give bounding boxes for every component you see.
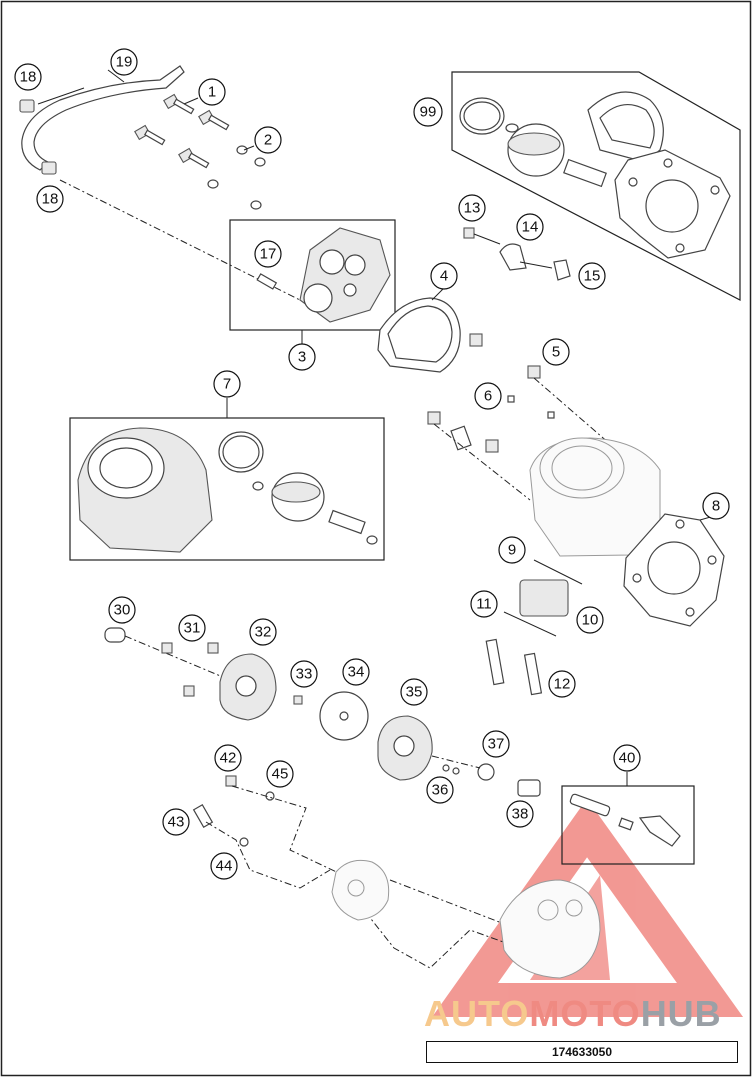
callout-31: 31 [178, 614, 206, 642]
callout-32: 32 [249, 618, 277, 646]
reed-valve-parts [485, 559, 583, 696]
callout-44: 44 [210, 852, 238, 880]
svg-text:40: 40 [619, 750, 636, 767]
callout-13: 13 [458, 194, 486, 222]
callout-99: 99 [413, 97, 443, 127]
callout-7: 7 [213, 370, 241, 398]
svg-text:17: 17 [260, 246, 277, 263]
svg-text:3: 3 [298, 349, 306, 366]
gasket-kit-group [451, 71, 741, 301]
callout-19: 19 [110, 48, 138, 76]
svg-text:30: 30 [114, 602, 131, 619]
callout-14: 14 [516, 213, 544, 241]
svg-text:2: 2 [264, 132, 272, 149]
callout-8: 8 [702, 492, 730, 520]
svg-text:38: 38 [512, 806, 529, 823]
svg-text:35: 35 [406, 684, 423, 701]
svg-text:1: 1 [208, 84, 216, 101]
document-number: 174633050 [551, 1045, 613, 1059]
svg-text:45: 45 [272, 766, 289, 783]
svg-text:18: 18 [20, 69, 37, 86]
svg-text:15: 15 [584, 268, 601, 285]
callout-3: 3 [288, 343, 316, 371]
svg-text:34: 34 [348, 664, 365, 681]
callout-1: 1 [198, 78, 226, 106]
watermark-part-moto: MOTO [529, 993, 641, 1034]
exhaust-control-parts [104, 627, 541, 797]
svg-text:37: 37 [488, 736, 505, 753]
callout-45: 45 [266, 760, 294, 788]
callout-40: 40 [613, 744, 641, 772]
callout-5: 5 [542, 338, 570, 366]
callout-11: 11 [470, 590, 498, 618]
housing-bolts [192, 775, 521, 969]
svg-text:4: 4 [440, 268, 448, 285]
svg-text:12: 12 [554, 676, 571, 693]
svg-text:8: 8 [712, 498, 720, 515]
callout-12: 12 [548, 670, 576, 698]
callout-15: 15 [578, 262, 606, 290]
svg-text:11: 11 [476, 596, 492, 613]
base-gasket [623, 513, 725, 627]
cylinder-head-group [229, 219, 396, 344]
bracket-parts [463, 227, 571, 281]
callout-2: 2 [254, 126, 282, 154]
svg-text:42: 42 [220, 750, 237, 767]
head-gasket [377, 287, 461, 373]
svg-text:18: 18 [42, 191, 59, 208]
callout-43: 43 [162, 808, 190, 836]
callout-38: 38 [506, 800, 534, 828]
document-number-box: 174633050 [426, 1041, 738, 1063]
svg-text:9: 9 [508, 542, 516, 559]
callout-6: 6 [474, 382, 502, 410]
callout-9: 9 [498, 536, 526, 564]
svg-text:43: 43 [168, 814, 185, 831]
svg-text:44: 44 [216, 858, 233, 875]
svg-text:99: 99 [420, 104, 437, 121]
watermark-wordmark: AUTOMOTOHUB [424, 996, 722, 1032]
callout-4: 4 [430, 262, 458, 290]
valve-kit-group [561, 772, 695, 865]
svg-text:31: 31 [184, 620, 201, 637]
callout-33: 33 [290, 660, 318, 688]
callout-37: 37 [482, 730, 510, 758]
callout-34: 34 [342, 658, 370, 686]
callout-18-bottom: 18 [36, 185, 64, 213]
hose-assembly [19, 65, 185, 175]
callout-17: 17 [254, 240, 282, 268]
svg-text:13: 13 [464, 200, 481, 217]
callout-18-top: 18 [14, 63, 42, 91]
svg-text:33: 33 [296, 666, 313, 683]
svg-text:6: 6 [484, 388, 492, 405]
watermark-part-hub: HUB [640, 993, 722, 1034]
cylinder-head-bolts [134, 93, 266, 210]
svg-text:14: 14 [522, 219, 539, 236]
watermark-part-auto: AUTO [424, 993, 530, 1034]
svg-text:10: 10 [582, 612, 599, 629]
cylinder-kit-group [69, 398, 385, 561]
cylinder-ghost [529, 437, 661, 557]
lower-housing [331, 859, 601, 979]
callout-10: 10 [576, 606, 604, 634]
callout-42: 42 [214, 744, 242, 772]
svg-text:7: 7 [223, 376, 231, 393]
svg-text:36: 36 [432, 782, 449, 799]
svg-text:5: 5 [552, 344, 560, 361]
callout-35: 35 [400, 678, 428, 706]
svg-text:19: 19 [116, 54, 133, 71]
callout-30: 30 [108, 596, 136, 624]
svg-text:32: 32 [255, 624, 272, 641]
callout-36: 36 [426, 776, 454, 804]
